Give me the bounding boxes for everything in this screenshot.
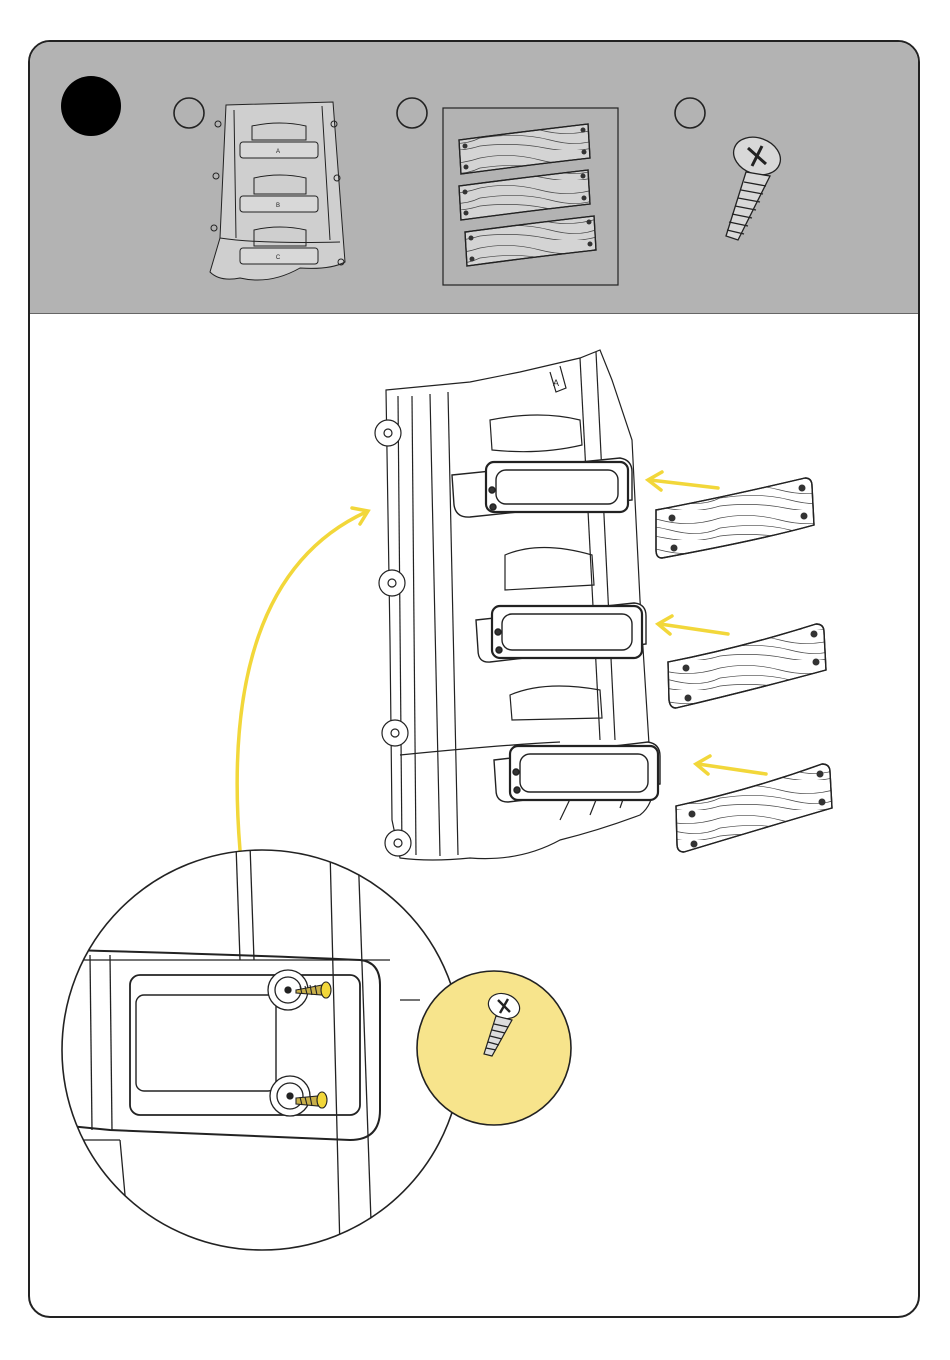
- step-holder-bottom: [494, 742, 660, 802]
- part-c-count-circle: [675, 98, 705, 128]
- ladder-mark-c: C: [276, 255, 281, 261]
- part-c-screw: [675, 98, 786, 240]
- part-b-wood-steps: [397, 98, 618, 285]
- ladder-mark-a: A: [276, 149, 280, 155]
- part-b-count-circle: [397, 98, 427, 128]
- arrow-middle: [658, 616, 728, 634]
- ladder-panel-icon: [210, 102, 345, 280]
- part-a-ladder-panel: A B C: [174, 98, 345, 280]
- detail-callout: [60, 845, 462, 1250]
- step-marker: [61, 76, 121, 136]
- screw-highlight: [417, 971, 571, 1125]
- screw-icon: [726, 131, 786, 240]
- wood-step-middle: [668, 624, 826, 708]
- wood-step-top: [656, 478, 814, 558]
- step-holder-middle: [476, 603, 646, 662]
- ladder-main-mark: A: [553, 378, 559, 388]
- ladder-mark-b: B: [276, 203, 280, 209]
- wood-step-bottom: [676, 764, 832, 852]
- arrow-bottom: [696, 756, 766, 774]
- wood-step-icon: [459, 124, 596, 266]
- part-a-count-circle: [174, 98, 204, 128]
- arrow-top: [648, 472, 718, 490]
- arrow-detail-callout: [237, 508, 368, 850]
